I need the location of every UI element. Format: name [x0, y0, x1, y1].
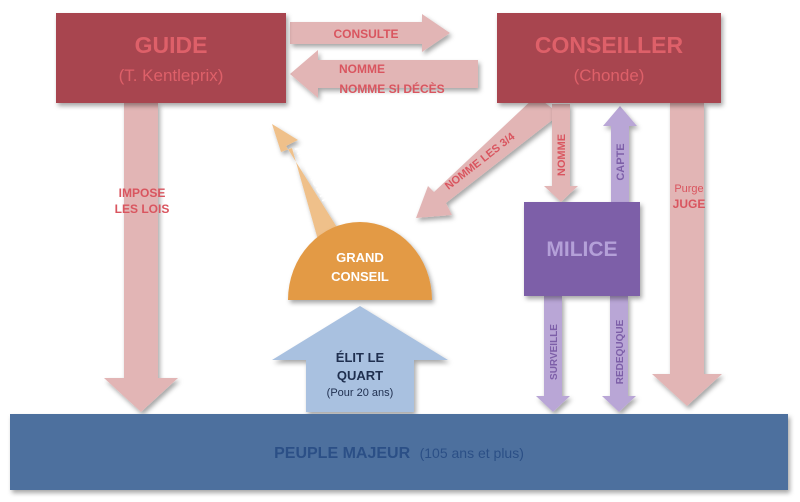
purge-juge-arrow: [652, 103, 722, 406]
grand-conseil-line2: CONSEIL: [331, 269, 389, 284]
nomme-arrow: [290, 50, 478, 98]
guide-title: GUIDE: [135, 32, 208, 58]
guide-box: [56, 13, 286, 103]
consulte-arrow: [290, 14, 450, 52]
milice-box: [524, 202, 640, 296]
redequque-arrow: [602, 296, 636, 412]
elit-label-line3: (Pour 20 ans): [327, 387, 394, 399]
peuple-detail: (105 ans et plus): [420, 445, 524, 461]
elit-label-line2: QUART: [337, 368, 383, 383]
elit-label-line1: ÉLIT LE: [336, 350, 385, 365]
purge-label: Purge: [674, 183, 703, 195]
redequque-label: REDEQUQUE: [615, 319, 626, 384]
grand-conseil-dome: [288, 222, 432, 300]
guide-subtitle: (T. Kentleprix): [119, 66, 224, 85]
impose-label-line1: IMPOSE: [119, 186, 166, 200]
surveille-label: SURVEILLE: [549, 324, 560, 380]
conseiller-subtitle: (Chonde): [574, 66, 645, 85]
nomme-label: NOMME: [339, 62, 385, 76]
nomme-milice-label: NOMME: [556, 134, 568, 176]
milice-title: MILICE: [546, 238, 617, 261]
surveille-arrow: [536, 296, 570, 412]
consulte-label: CONSULTE: [333, 27, 398, 41]
juge-label: JUGE: [673, 197, 706, 211]
nomme-si-deces-label: NOMME SI DÉCÈS: [339, 81, 444, 96]
peuple-title: PEUPLE MAJEUR: [274, 445, 410, 462]
conseiller-title: CONSEILLER: [535, 32, 684, 58]
conseiller-box: [497, 13, 721, 103]
nomme-milice-arrow: [544, 104, 578, 202]
nomme-les-3-4-label: NOMME LES 3/4: [443, 130, 518, 192]
applaudit-arrow: [272, 124, 340, 240]
peuple-label: PEUPLE MAJEUR (105 ans et plus): [274, 445, 524, 462]
impose-arrow: [104, 103, 178, 412]
grand-conseil-line1: GRAND: [336, 250, 384, 265]
capte-label: CAPTE: [615, 143, 627, 180]
nomme-les-3-4-arrow: [416, 96, 560, 218]
peuple-box: [10, 414, 788, 490]
capte-arrow: [603, 106, 637, 202]
elit-le-quart-arrow: [272, 306, 448, 412]
impose-label-line2: LES LOIS: [115, 202, 170, 216]
